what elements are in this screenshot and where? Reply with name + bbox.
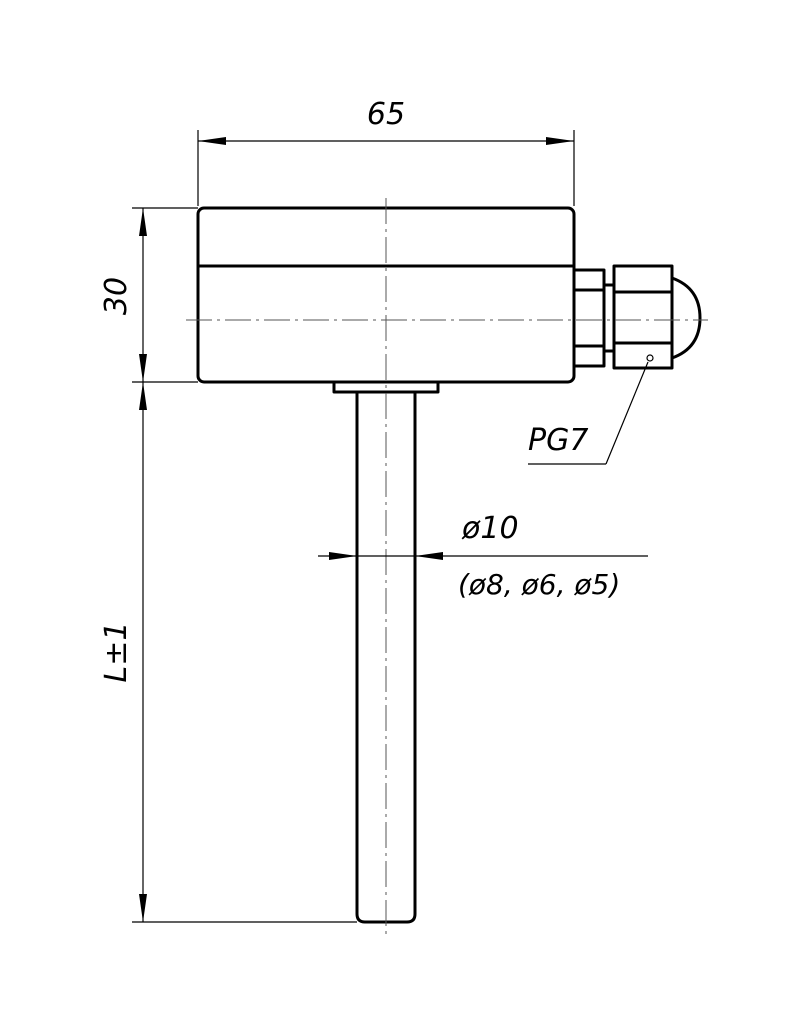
pg7-label: PG7 [528, 423, 588, 458]
cable-gland [572, 264, 702, 370]
diameter-label: ø10 [461, 511, 519, 546]
gland-dome [670, 276, 702, 360]
length-arrow-top [139, 382, 147, 410]
pg7-leader-dot [646, 354, 654, 362]
height-dimension: 30 [99, 207, 198, 383]
height-arrow-top [139, 208, 147, 236]
length-label: L±1 [99, 622, 134, 683]
length-dimension: L±1 [99, 382, 357, 923]
height-arrow-bottom [139, 354, 147, 382]
length-arrow-bottom [139, 894, 147, 922]
diameter-arrow-left [329, 552, 357, 560]
pg7-leader-line [605, 361, 649, 465]
width-arrow-right [546, 137, 574, 145]
gland-nut [612, 264, 674, 370]
gland-thread [572, 268, 606, 368]
width-label: 65 [367, 97, 405, 132]
width-dimension: 65 [197, 97, 575, 206]
width-arrow-left [198, 137, 226, 145]
mounting-flange [332, 380, 440, 394]
height-label: 30 [99, 277, 134, 315]
diameter-arrow-right [415, 552, 443, 560]
pg7-callout: PG7 [528, 354, 654, 465]
diameter-dimension: ø10 (ø8, ø6, ø5) [318, 511, 648, 601]
diameter-alternatives-label: (ø8, ø6, ø5) [458, 568, 620, 601]
